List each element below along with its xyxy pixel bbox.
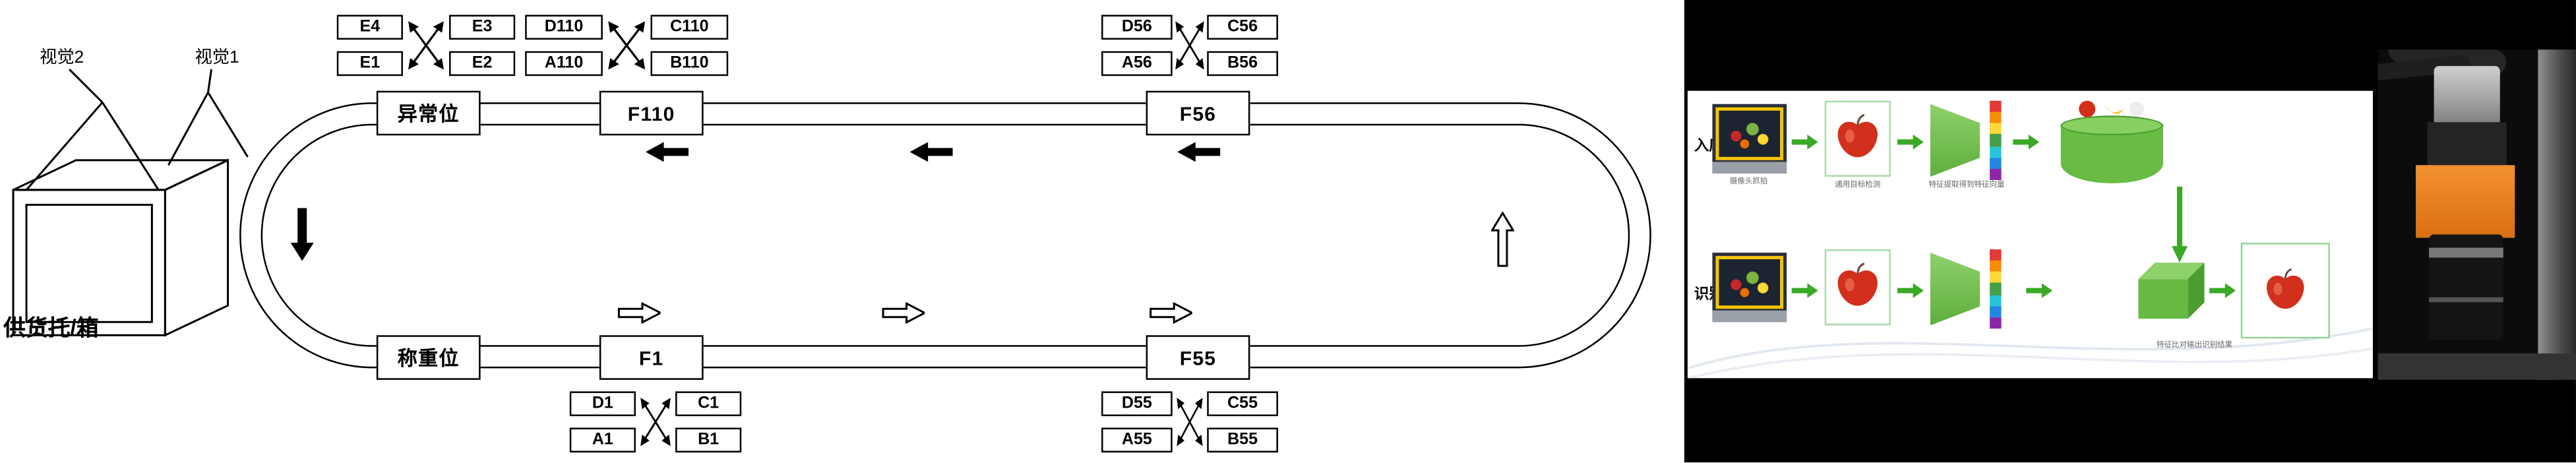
supply-tray-label: 供货托/箱 (3, 315, 99, 340)
conveyor-track-inner (261, 123, 1630, 347)
pipeline-slide: 入库 识别 摄像头抓拍 通用目标检测 特征提取得到特征向量 (1687, 90, 2373, 379)
apple-icon (2266, 267, 2304, 308)
station-box-e4: E4 (336, 15, 403, 40)
transfer-arrows-icon (640, 398, 671, 447)
station-box-a55: A55 (1101, 427, 1173, 453)
camera-orange-block (2416, 165, 2515, 238)
detected-apple-box (1824, 100, 1891, 177)
flow-arrow-left-icon (1177, 142, 1221, 162)
flow-arrow-right-icon (1150, 302, 1192, 324)
capture-photo (1715, 256, 1784, 309)
station-box-d56: D56 (1101, 15, 1173, 40)
station-box-b1: B1 (675, 427, 742, 453)
flow-arrow-up-icon (1490, 211, 1514, 267)
station-box-d55: D55 (1101, 391, 1173, 416)
station-box-e3: E3 (449, 15, 516, 40)
station-weighing: 称重位 (376, 335, 481, 380)
station-box-a56: A56 (1101, 51, 1173, 77)
detected-apple-box (1824, 249, 1891, 326)
slide-background-waves (1687, 327, 2373, 379)
encoder-trapezoid (1930, 104, 1980, 177)
flow-arrow-right-icon (882, 302, 925, 324)
media-panel: 入库 识别 摄像头抓拍 通用目标检测 特征提取得到特征向量 (1684, 0, 2576, 463)
cylinder-top (2060, 115, 2163, 136)
lens-ring (2429, 297, 2503, 303)
camera-body (2427, 122, 2507, 169)
flow-arrow-right-icon (617, 302, 661, 324)
camera-capture-thumb (1712, 104, 1787, 173)
station-box-a1: A1 (569, 427, 636, 453)
station-box-c55: C55 (1207, 391, 1278, 416)
fruit-icons (2079, 100, 2145, 117)
recognition-result-box (2240, 243, 2330, 339)
station-box-d110: D110 (525, 15, 603, 40)
station-box-c56: C56 (1207, 15, 1278, 40)
conveyor-base (1712, 310, 1787, 323)
capture-photo (1715, 107, 1784, 160)
station-box-e1: E1 (336, 51, 403, 77)
conveyor-diagram: 视觉2 视觉1 供货托/箱 异常位 F110 F56 称重位 F1 F55 E4… (3, 15, 1651, 453)
feature-vector-bar (1990, 249, 2002, 329)
machinery-background (2538, 49, 2576, 380)
station-box-b56: B56 (1207, 51, 1278, 77)
green-arrow-icon (2013, 135, 2040, 150)
transfer-arrows-icon (608, 21, 646, 70)
green-arrow-down-icon (2171, 186, 2188, 263)
green-arrow-icon (1791, 283, 1818, 298)
cube-front-face (2138, 279, 2188, 319)
green-arrow-icon (1897, 135, 1924, 150)
camera-wireframe-icon (12, 69, 249, 337)
caption-capture: 摄像头抓拍 (1729, 176, 1768, 185)
green-arrow-icon (1897, 283, 1924, 298)
station-box-c110: C110 (650, 15, 729, 40)
transfer-arrows-icon (1177, 398, 1203, 447)
green-arrow-icon (2026, 283, 2053, 298)
mount-base (2377, 353, 2576, 380)
compare-cube-icon (2138, 262, 2205, 319)
flow-arrow-left-icon (645, 142, 689, 162)
station-box-b110: B110 (650, 51, 729, 77)
feature-vector-bar (1990, 100, 2002, 180)
station-f1: F1 (599, 335, 704, 380)
station-f55: F55 (1146, 335, 1250, 380)
vision2-label: 视觉2 (40, 47, 84, 68)
camera-connector (2434, 66, 2500, 126)
feature-database-cylinder-icon (2060, 100, 2163, 183)
green-arrow-icon (1791, 135, 1818, 150)
caption-feature: 特征提取得到特征向量 (1928, 179, 2005, 189)
station-box-a110: A110 (525, 51, 603, 77)
station-abnormal: 异常位 (376, 90, 481, 136)
station-box-e2: E2 (449, 51, 516, 77)
apple-icon (1837, 113, 1878, 158)
station-f110: F110 (599, 90, 704, 136)
apple-icon (1837, 262, 1878, 306)
station-box-c1: C1 (675, 391, 742, 416)
conveyor-track-outer (239, 102, 1651, 369)
station-f56: F56 (1146, 90, 1250, 136)
station-box-b55: B55 (1207, 427, 1278, 453)
industrial-camera-photo (2377, 49, 2576, 380)
caption-detection: 通用目标检测 (1835, 179, 1881, 189)
green-arrow-icon (2209, 283, 2236, 298)
flow-arrow-left-icon (909, 142, 953, 162)
flow-arrow-down-icon (290, 208, 314, 261)
transfer-arrows-icon (408, 21, 444, 70)
vision1-label: 视觉1 (195, 47, 239, 68)
station-box-d1: D1 (569, 391, 636, 416)
lens-focus-ring (2429, 247, 2503, 258)
caption-compare: 特征比对输出识别结果 (2157, 340, 2233, 349)
camera-capture-thumb (1712, 253, 1787, 323)
conveyor-base (1712, 162, 1787, 173)
transfer-arrows-icon (1175, 21, 1204, 70)
